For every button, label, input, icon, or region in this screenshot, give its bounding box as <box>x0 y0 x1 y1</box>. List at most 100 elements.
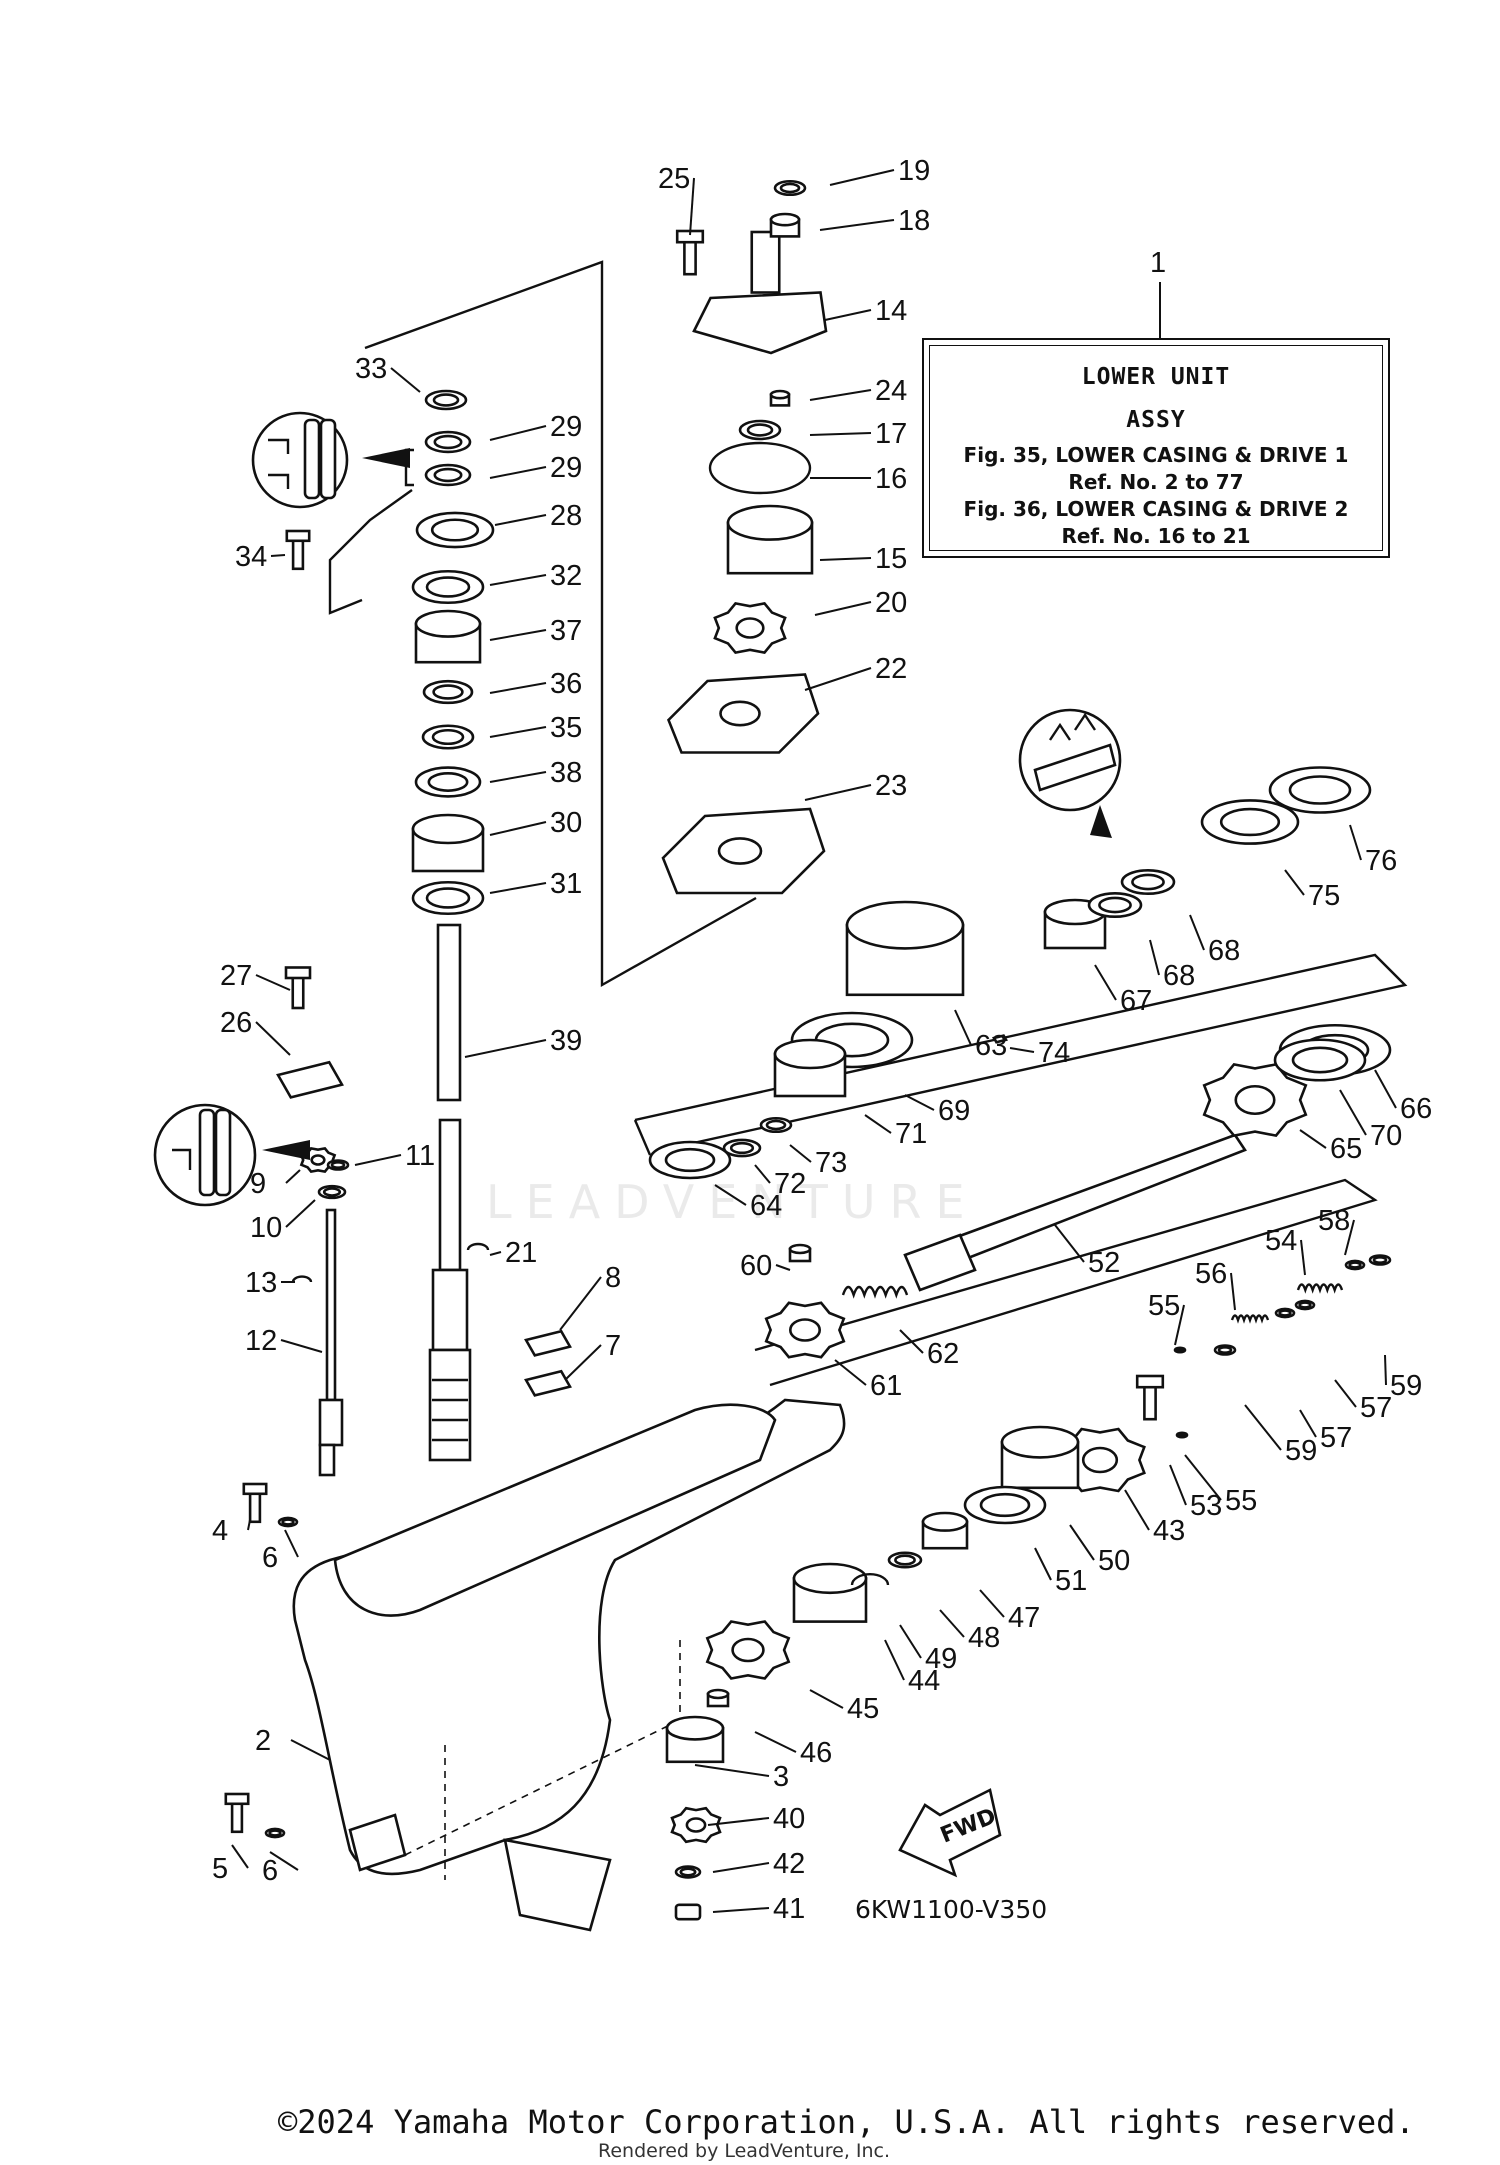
part-glyph-29 <box>424 430 472 454</box>
callout-47: 47 <box>1008 1602 1040 1634</box>
leader-line-52 <box>1054 1224 1085 1263</box>
leader-layer <box>231 169 1397 1913</box>
part-glyph-59 <box>1368 1254 1392 1266</box>
leader-line-12 <box>280 1339 323 1353</box>
part-glyph-73 <box>759 1116 793 1134</box>
leader-line-24 <box>809 389 872 401</box>
leader-line-36 <box>489 682 547 694</box>
part-glyph-15 <box>726 504 814 575</box>
part-glyph-10 <box>317 1184 347 1200</box>
leader-line-33 <box>390 367 421 393</box>
callout-19: 19 <box>898 155 930 187</box>
leader-line-54 <box>1300 1239 1306 1276</box>
leader-line-59 <box>1384 1354 1387 1386</box>
leader-line-14 <box>824 309 872 321</box>
part-glyph-19 <box>773 179 807 197</box>
detail-circles <box>153 411 1122 1207</box>
watermark: LEADVENTURE <box>486 1175 979 1229</box>
callout-35: 35 <box>550 712 582 744</box>
diagram-code: 6KW1100-V350 <box>855 1895 1048 1924</box>
callout-46: 46 <box>800 1737 832 1769</box>
callout-76: 76 <box>1365 845 1397 877</box>
part-glyph-8 <box>524 1329 572 1357</box>
leader-line-18 <box>819 219 895 231</box>
part-glyph-68 <box>1120 868 1176 895</box>
leader-line-57 <box>1299 1409 1317 1438</box>
callout-4: 4 <box>212 1515 228 1547</box>
part-glyph-21 <box>466 1242 490 1251</box>
leader-line-28 <box>494 514 547 526</box>
leader-line-72 <box>754 1164 771 1184</box>
callout-65: 65 <box>1330 1133 1362 1165</box>
callout-6: 6 <box>262 1542 278 1574</box>
leader-line-29 <box>489 425 547 441</box>
leader-line-55 <box>1174 1304 1185 1346</box>
part-glyph-54 <box>1296 1283 1344 1294</box>
callout-68: 68 <box>1163 960 1195 992</box>
part-glyph-25 <box>675 229 705 276</box>
callout-75: 75 <box>1308 880 1340 912</box>
part-glyph-68 <box>1087 891 1143 918</box>
part-glyph-59 <box>1213 1344 1237 1356</box>
callout-29: 29 <box>550 411 582 443</box>
leader-line-27 <box>255 974 291 991</box>
part-glyph-20 <box>713 601 787 655</box>
part-glyph-58 <box>1344 1259 1366 1271</box>
callout-2: 2 <box>255 1725 271 1757</box>
callout-51: 51 <box>1055 1565 1087 1597</box>
part-glyph-70 <box>1273 1038 1367 1082</box>
leader-line-11 <box>354 1154 402 1166</box>
part-glyph-74 <box>992 1034 1008 1044</box>
callout-1: 1 <box>1150 247 1166 279</box>
callout-33: 33 <box>355 353 387 385</box>
callout-55: 55 <box>1225 1485 1257 1517</box>
callout-27: 27 <box>220 960 252 992</box>
part-glyph-30 <box>411 813 485 873</box>
callout-61: 61 <box>870 1370 902 1402</box>
part-glyph-72 <box>722 1138 762 1158</box>
callout-55: 55 <box>1148 1290 1180 1322</box>
callout-70: 70 <box>1370 1120 1402 1152</box>
callout-60: 60 <box>740 1250 772 1282</box>
part-glyph-13 <box>291 1275 313 1283</box>
callout-9: 9 <box>250 1168 266 1200</box>
callout-16: 16 <box>875 463 907 495</box>
leader-line-39 <box>464 1039 547 1058</box>
part-glyph-31 <box>411 880 485 916</box>
callout-63: 63 <box>975 1030 1007 1062</box>
part-glyph-11 <box>326 1159 350 1171</box>
leader-line-37 <box>489 629 547 641</box>
callout-24: 24 <box>875 375 907 407</box>
part-glyph-46 <box>706 1688 730 1708</box>
part-glyph-18 <box>769 212 801 238</box>
leader-line-70 <box>1339 1089 1367 1136</box>
callout-21: 21 <box>505 1237 537 1269</box>
leader-line-38 <box>489 771 547 783</box>
callout-62: 62 <box>927 1338 959 1370</box>
leader-line-46 <box>754 1731 797 1753</box>
callout-64: 64 <box>750 1190 782 1222</box>
leader-line-8 <box>559 1276 602 1331</box>
leader-line-17 <box>809 432 872 436</box>
leader-line-48 <box>939 1609 965 1638</box>
leader-line-31 <box>489 882 547 894</box>
part-glyph-50 <box>1000 1425 1080 1490</box>
part-glyph-27 <box>284 966 312 1010</box>
part-glyph-38 <box>414 766 482 798</box>
callout-22: 22 <box>875 653 907 685</box>
part-glyph-24 <box>769 389 791 407</box>
leader-line-51 <box>1034 1547 1052 1581</box>
part-glyph-6 <box>277 1516 299 1528</box>
leader-line-22 <box>804 667 872 691</box>
leader-line-34 <box>270 554 286 557</box>
callout-31: 31 <box>550 868 582 900</box>
callout-8: 8 <box>605 1262 621 1294</box>
callout-73: 73 <box>815 1147 847 1179</box>
assembly-outlines <box>292 260 1408 1932</box>
rendered-by: Rendered by LeadVenture, Inc. <box>598 2140 891 2162</box>
leader-line-69 <box>904 1094 935 1111</box>
part-glyph-28 <box>415 511 495 549</box>
callout-28: 28 <box>550 500 582 532</box>
leader-line-67 <box>1094 964 1117 1001</box>
